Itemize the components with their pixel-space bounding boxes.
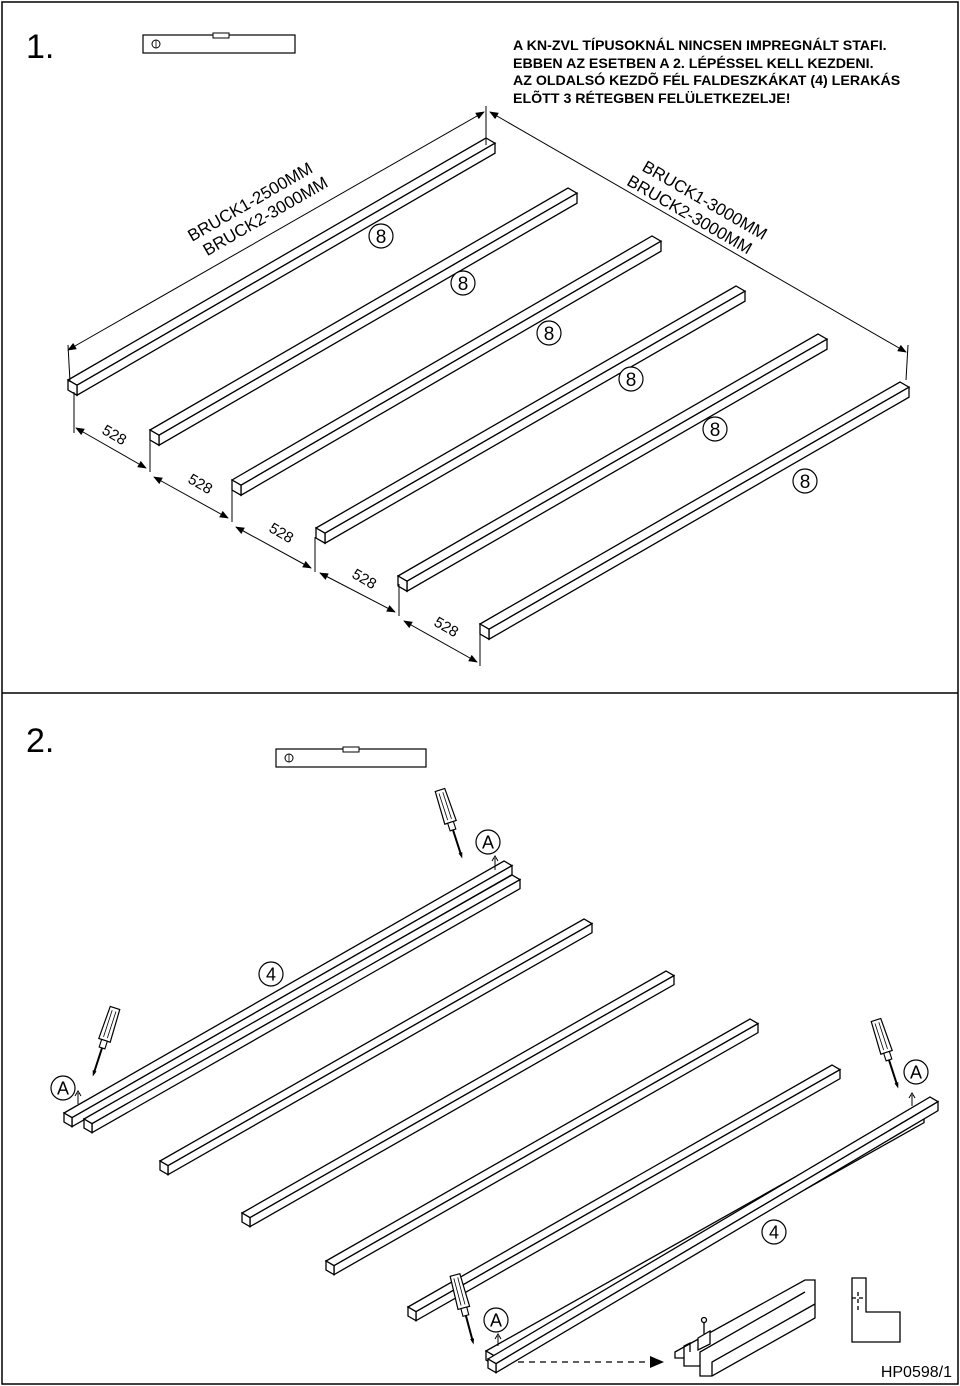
dimension-lines [67,106,909,666]
part-callout: 4 [258,961,284,987]
part-callout: A [483,1307,509,1333]
document-code: HP0598/1 [880,1364,952,1381]
spacing-label: 528 [99,422,129,449]
part-callout: 8 [618,366,644,392]
part-callout-label: A [57,1078,69,1098]
beam [406,1064,842,1322]
part-callout-label: 8 [626,370,637,391]
spirit-level-icon [142,32,296,54]
screwdriver-icon [92,1005,121,1077]
spacing-label: 528 [431,614,461,641]
part-callout-label: 8 [544,324,555,345]
part-callout-label: 8 [376,227,387,248]
beam [240,970,676,1228]
beam [478,381,911,641]
part-callout-label: 4 [266,964,276,984]
board-profile-detail [674,1279,816,1377]
treatment-note: A KN-ZVL TÍPUSOKNÁL NINCSEN IMPREGNÁLT S… [513,38,953,108]
spacing-label: 528 [266,520,296,547]
step-1-number: 1. [26,28,55,66]
part-callout-label: A [490,1310,502,1330]
beam [82,874,522,1134]
spacing-label: 528 [185,471,215,498]
part-callout: A [903,1059,929,1085]
beam-layout [66,137,911,641]
beam [158,918,594,1176]
beam [62,860,514,1128]
part-callout-label: 8 [710,420,721,441]
cross-section-detail [851,1277,901,1343]
detail-arrow [518,1356,664,1368]
board-layout [62,860,940,1374]
part-callout-label: 4 [769,1222,779,1242]
note-line: EBBEN AZ ESETBEN A 2. LÉPÉSSEL KELL KEZD… [513,55,874,72]
note-line: ELÕTT 3 RÉTEGBEN FELÜLETKEZELJE! [513,90,791,107]
step-2-number: 2. [26,722,55,760]
part-callout: 8 [450,270,476,296]
beam [396,333,829,593]
part-callout: 8 [792,468,818,494]
part-callout-label: 8 [458,274,469,295]
part-callout-label: A [910,1062,922,1082]
screwdriver-icon [449,1272,475,1345]
part-callout: 8 [368,223,394,249]
part-callout: 8 [702,416,728,442]
part-callout: 8 [536,320,562,346]
beam [486,1096,940,1374]
beam [324,1018,760,1276]
screwdriver-icon [434,787,463,859]
note-line: AZ OLDALSÓ KEZDÕ FÉL FALDESZKÁKAT (4) LE… [513,73,901,90]
part-callout: 4 [761,1219,787,1245]
screwdriver-icon [870,1017,899,1089]
part-callout-label: 8 [800,472,811,493]
spirit-level-icon [275,746,427,768]
part-callout-label: A [482,832,494,852]
part-callout: A [50,1075,76,1101]
note-line: A KN-ZVL TÍPUSOKNÁL NINCSEN IMPREGNÁLT S… [513,38,887,54]
part-callout: A [475,829,501,855]
spacing-label: 528 [349,566,379,593]
